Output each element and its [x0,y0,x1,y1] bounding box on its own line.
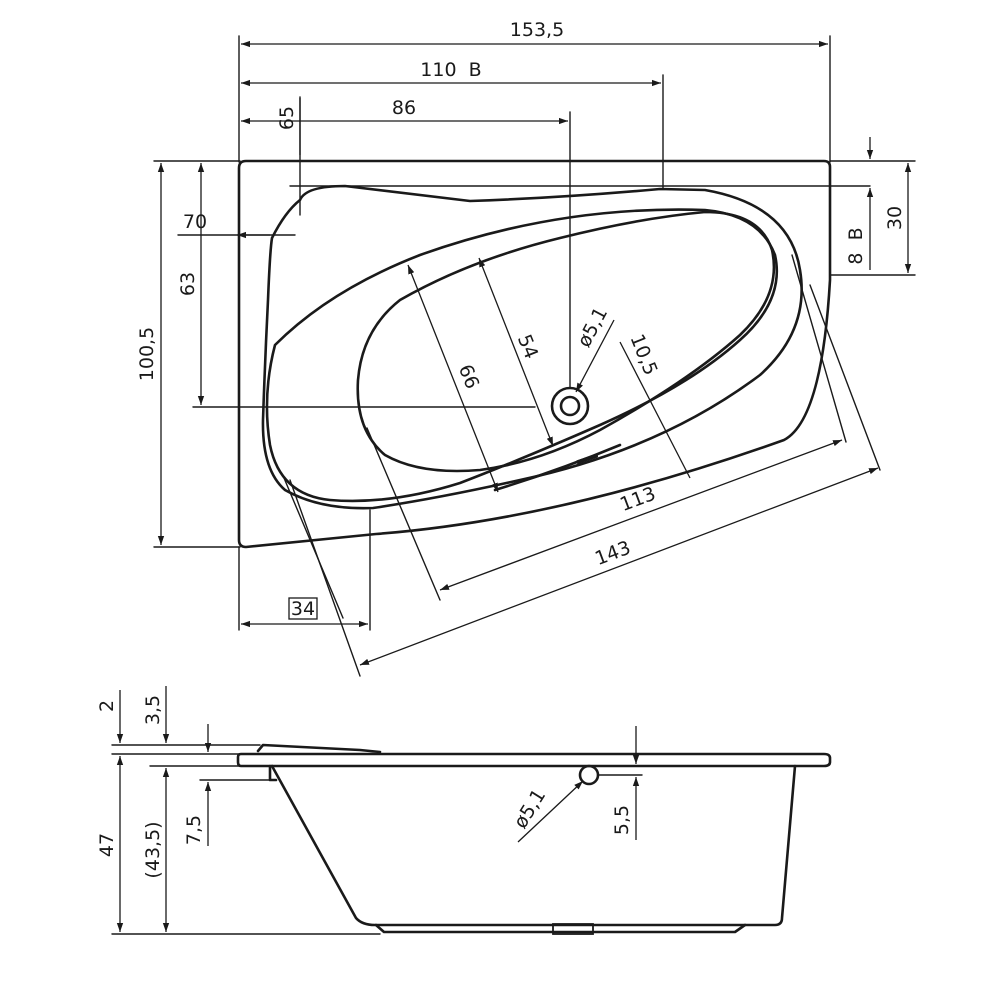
label-43-5: (43,5) [142,821,164,878]
label-2: 2 [96,700,118,712]
label-65: 65 [276,106,298,130]
label-7-5: 7,5 [183,815,205,845]
side-foot [374,923,747,934]
label-3-5: 3,5 [142,695,164,725]
label-86: 86 [392,97,416,119]
label-5-1: ø5,1 [573,304,612,351]
side-drain-outlet [552,923,594,935]
drain-outer [550,386,590,426]
plan-view: 153,5 110 B 86 65 70 63 100,5 66 54 ø5,1… [136,19,916,677]
dim-5-1-line [575,319,615,393]
label-63: 63 [177,272,199,296]
dim-overflow-dia-line [517,780,584,843]
label-10-5: 10,5 [625,331,661,378]
label-100-5: 100,5 [136,327,158,381]
label-143: 143 [592,537,634,570]
dim-143-line [359,467,879,666]
label-overflow-dia: ø5,1 [509,785,550,832]
label-47: 47 [96,833,118,857]
label-153-5: 153,5 [510,19,564,41]
label-70: 70 [183,211,207,233]
label-5-5: 5,5 [611,805,633,835]
bowl-contour [356,210,776,473]
label-110b: 110 B [420,59,481,81]
dim-66-line [407,264,499,493]
side-headrest [256,743,382,754]
dim-54-line [478,257,554,447]
label-8b: 8 B [845,227,867,264]
side-view: 2 3,5 47 (43,5) 7,5 ø5,1 5,5 [96,686,832,935]
side-body [270,764,797,927]
dim-113-line [439,439,843,591]
label-54: 54 [513,331,542,362]
bowl-lower-sweep [493,443,622,492]
side-rim [236,752,832,768]
drain-inner [559,395,581,417]
seat-contour [265,208,779,503]
label-30: 30 [884,206,906,230]
label-34: 34 [291,598,315,620]
label-34-box [288,597,318,620]
label-66: 66 [454,361,483,392]
